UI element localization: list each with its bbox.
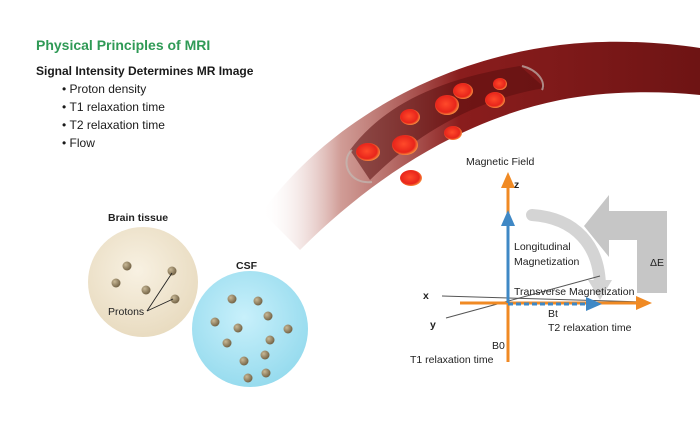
brain-tissue-label: Brain tissue	[108, 212, 169, 224]
page-title: Physical Principles of MRI	[36, 37, 211, 53]
csf-diagram	[192, 271, 308, 387]
bullet-item: T2 relaxation time	[62, 116, 165, 134]
blue-arrow-up-icon	[501, 210, 515, 226]
bullet-item: T1 relaxation time	[62, 98, 165, 116]
protons-label: Protons	[108, 306, 145, 318]
bullet-item: Proton density	[62, 80, 165, 98]
blue-arrow-right-icon	[586, 297, 602, 311]
bt-label: Bt	[548, 308, 558, 320]
magnetic-field-label: Magnetic Field	[466, 156, 535, 168]
longitudinal-label-line1: Longitudinal	[514, 241, 571, 253]
orange-arrow-right-icon	[636, 296, 652, 310]
transverse-label: Transverse Magnetization	[514, 286, 635, 298]
slide-subtitle: Signal Intensity Determines MR Image	[36, 64, 254, 78]
t1-label: T1 relaxation time	[410, 354, 494, 366]
magnetization-diagram	[441, 172, 667, 362]
csf-label: CSF	[236, 260, 257, 272]
precession-arrow-icon	[526, 209, 606, 294]
x-axis-line	[441, 295, 646, 303]
bullet-list: Proton density T1 relaxation time T2 rel…	[62, 80, 165, 152]
longitudinal-label-line2: Magnetization	[514, 256, 580, 268]
energy-arrow-icon	[584, 195, 667, 293]
y-axis-line	[445, 275, 601, 319]
x-axis-label: x	[423, 290, 429, 302]
y-axis-label: y	[430, 319, 436, 331]
orange-arrow-up-icon	[501, 172, 515, 188]
bullet-item: Flow	[62, 134, 165, 152]
z-axis-label: z	[514, 179, 520, 191]
blood-cells	[356, 78, 507, 186]
b0-label: B0	[492, 340, 505, 352]
brain-tissue-diagram	[88, 227, 198, 337]
delta-e-label: ΔE	[650, 257, 665, 269]
t2-label: T2 relaxation time	[548, 322, 632, 334]
